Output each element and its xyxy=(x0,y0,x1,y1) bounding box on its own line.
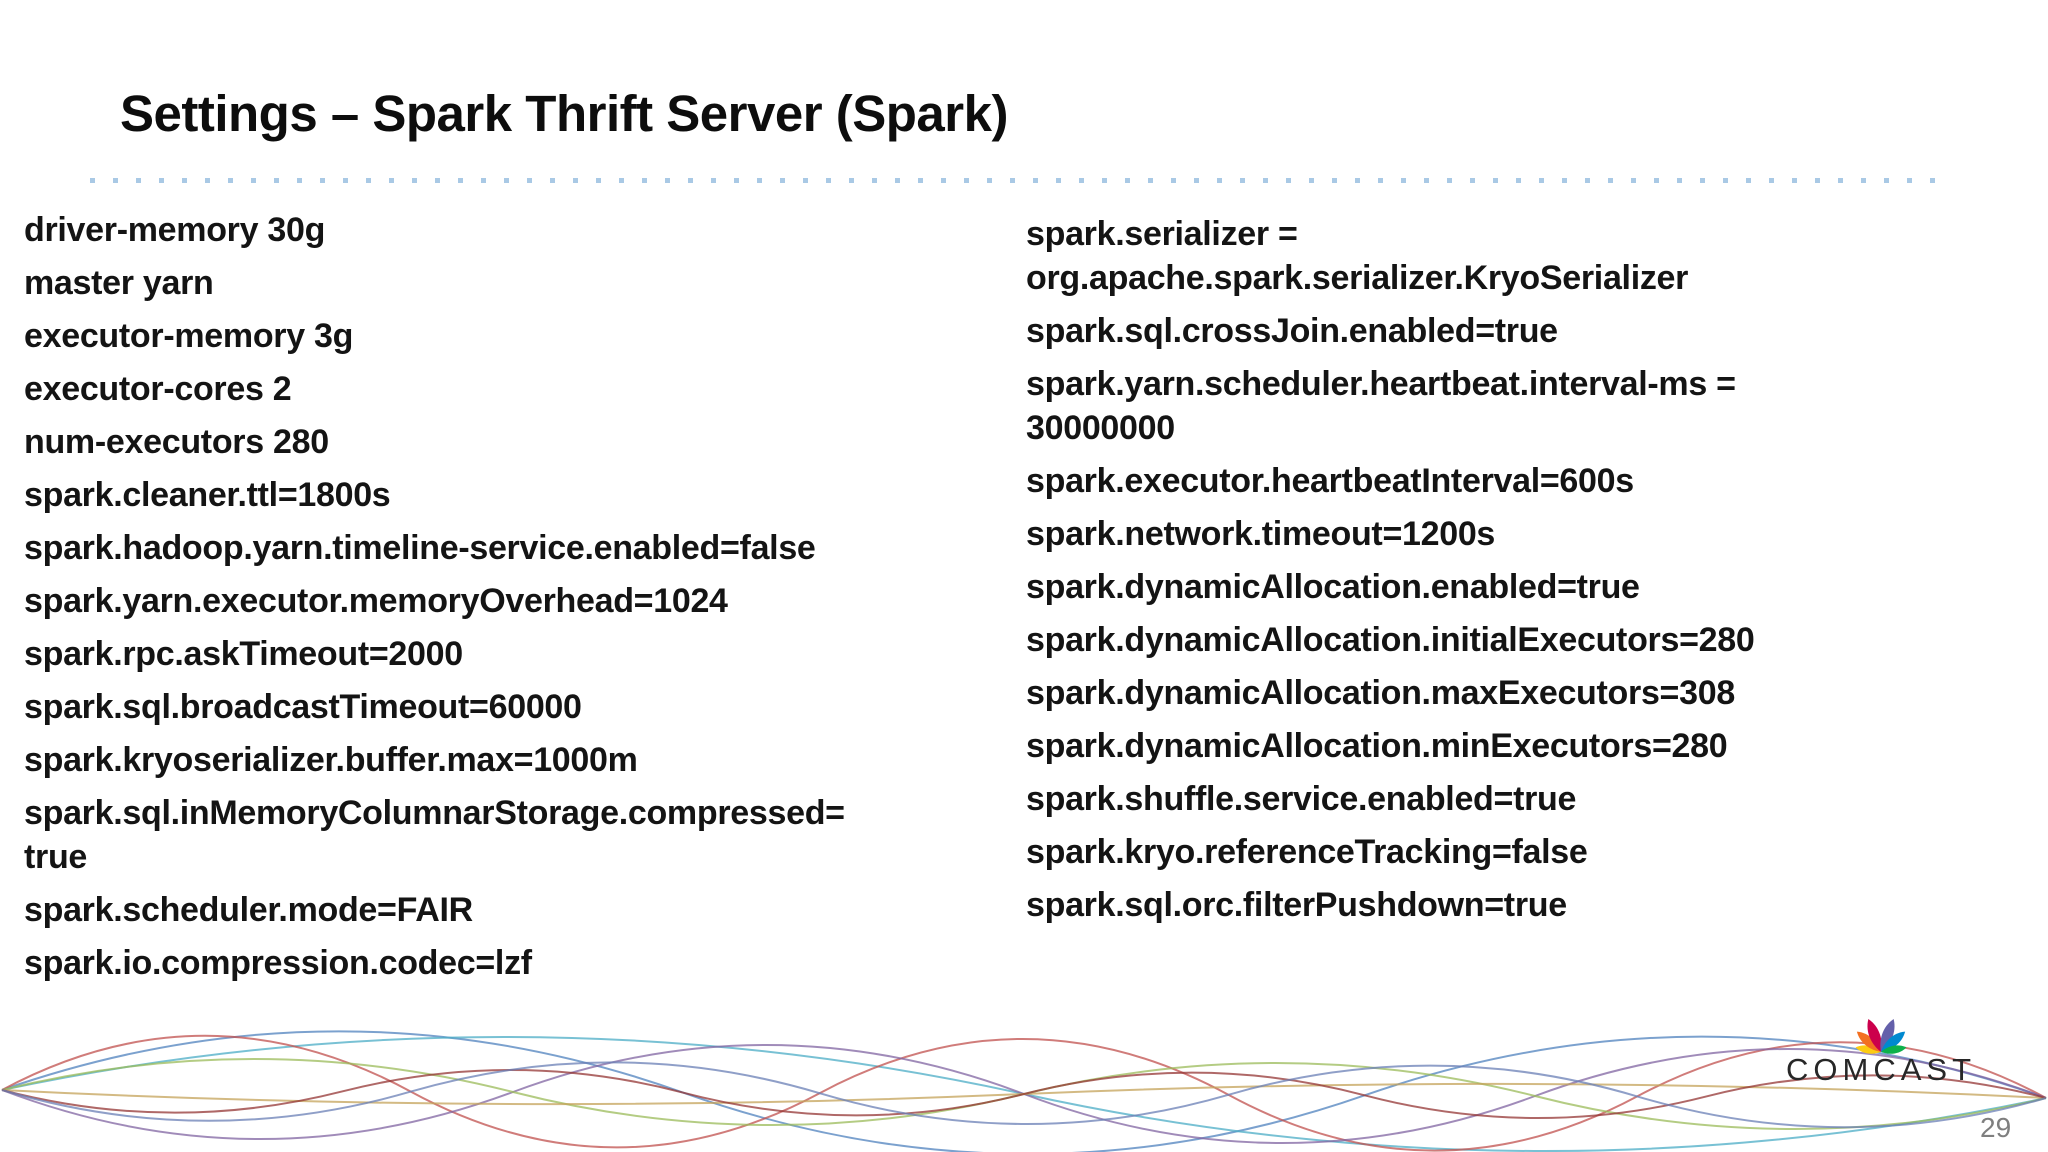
setting-line: spark.io.compression.codec=lzf xyxy=(24,944,532,982)
setting-line: spark.yarn.executor.memoryOverhead=1024 xyxy=(24,582,728,620)
setting-entry: spark.sql.broadcastTimeout=60000 xyxy=(24,685,845,729)
setting-entry: spark.dynamicAllocation.enabled=true xyxy=(1026,565,1754,609)
setting-line: spark.dynamicAllocation.initialExecutors… xyxy=(1026,621,1755,659)
setting-line: executor-cores 2 xyxy=(24,370,292,408)
setting-entry: spark.cleaner.ttl=1800s xyxy=(24,473,845,517)
setting-line: spark.rpc.askTimeout=2000 xyxy=(24,635,463,673)
setting-line: spark.serializer = xyxy=(1026,215,1298,253)
setting-line: spark.shuffle.service.enabled=true xyxy=(1026,780,1577,818)
setting-entry: spark.sql.orc.filterPushdown=true xyxy=(1026,883,1754,927)
setting-line: spark.scheduler.mode=FAIR xyxy=(24,891,473,929)
setting-entry: executor-memory 3g xyxy=(24,314,845,358)
comcast-logo: COMCAST xyxy=(1776,1012,1986,1087)
settings-column-right: spark.serializer = org.apache.spark.seria… xyxy=(1026,212,1755,936)
setting-line: spark.yarn.scheduler.heartbeat.interval-… xyxy=(1026,365,1736,403)
peacock-feather-red xyxy=(1867,1018,1882,1052)
comcast-wordmark: COMCAST xyxy=(1786,1052,1976,1087)
setting-entry: num-executors 280 xyxy=(24,420,845,464)
setting-line: spark.dynamicAllocation.enabled=true xyxy=(1026,568,1640,606)
setting-line: spark.sql.orc.filterPushdown=true xyxy=(1026,886,1567,924)
peacock-feather-blue xyxy=(1881,1031,1906,1052)
setting-entry: driver-memory 30g xyxy=(24,208,845,252)
setting-line: spark.kryoserializer.buffer.max=1000m xyxy=(24,741,638,779)
setting-line: executor-memory 3g xyxy=(24,317,354,355)
nbc-peacock-icon xyxy=(1855,1018,1907,1054)
settings-column-left: driver-memory 30g master yarn executor-mem… xyxy=(24,208,845,994)
setting-line: true xyxy=(24,838,88,876)
setting-entry: spark.hadoop.yarn.timeline-service.enabl… xyxy=(24,526,845,570)
setting-entry: spark.executor.heartbeatInterval=600s xyxy=(1026,459,1754,503)
peacock-feather-orange xyxy=(1856,1031,1881,1052)
setting-entry: spark.yarn.executor.memoryOverhead=1024 xyxy=(24,579,845,623)
setting-line: spark.network.timeout=1200s xyxy=(1026,515,1496,553)
setting-line: spark.dynamicAllocation.minExecutors=280 xyxy=(1026,727,1728,765)
wave-line xyxy=(1,1034,2047,1152)
setting-entry: spark.sql.crossJoin.enabled=true xyxy=(1026,309,1754,353)
setting-line: driver-memory 30g xyxy=(24,211,326,249)
setting-line: spark.executor.heartbeatInterval=600s xyxy=(1026,462,1634,500)
setting-line: spark.sql.inMemoryColumnarStorage.compre… xyxy=(24,794,845,832)
page-title: Settings – Spark Thrift Server (Spark) xyxy=(120,85,1008,142)
setting-entry: spark.shuffle.service.enabled=true xyxy=(1026,777,1754,821)
setting-line: 30000000 xyxy=(1026,409,1175,447)
peacock-feather-green xyxy=(1881,1045,1907,1054)
setting-entry: spark.io.compression.codec=lzf xyxy=(24,941,845,985)
wave-decoration xyxy=(1,1030,2047,1152)
setting-line: spark.sql.broadcastTimeout=60000 xyxy=(24,688,582,726)
setting-entry: spark.scheduler.mode=FAIR xyxy=(24,888,845,932)
setting-entry: executor-cores 2 xyxy=(24,367,845,411)
wave-line xyxy=(1,1030,2047,1152)
page-number: 29 xyxy=(1980,1112,2012,1143)
wave-line xyxy=(1,1061,2047,1129)
setting-entry: spark.kryoserializer.buffer.max=1000m xyxy=(24,738,845,782)
setting-entry: spark.dynamicAllocation.initialExecutors… xyxy=(1026,618,1755,662)
peacock-feather-purple xyxy=(1880,1018,1895,1052)
setting-line: org.apache.spark.serializer.KryoSerializ… xyxy=(1026,259,1689,297)
setting-line: spark.cleaner.ttl=1800s xyxy=(24,476,391,514)
setting-entry: spark.dynamicAllocation.minExecutors=280 xyxy=(1026,724,1754,768)
setting-line: num-executors 280 xyxy=(24,423,329,461)
wave-line xyxy=(1,1069,2047,1119)
setting-entry: spark.kryo.referenceTracking=false xyxy=(1026,830,1754,874)
peacock-feather-yellow xyxy=(1855,1045,1881,1054)
dotted-divider xyxy=(90,178,1946,183)
setting-entry: spark.rpc.askTimeout=2000 xyxy=(24,632,845,676)
setting-line: spark.sql.crossJoin.enabled=true xyxy=(1026,312,1558,350)
setting-entry: master yarn xyxy=(24,261,845,305)
setting-entry: spark.sql.inMemoryColumnarStorage.compre… xyxy=(24,791,845,879)
setting-entry: spark.yarn.scheduler.heartbeat.interval-… xyxy=(1026,362,1754,450)
setting-entry: spark.serializer = org.apache.spark.seria… xyxy=(1026,212,1754,300)
setting-line: master yarn xyxy=(24,264,214,302)
setting-entry: spark.network.timeout=1200s xyxy=(1026,512,1754,556)
setting-line: spark.kryo.referenceTracking=false xyxy=(1026,833,1588,871)
setting-line: spark.dynamicAllocation.maxExecutors=308 xyxy=(1026,674,1735,712)
setting-entry: spark.dynamicAllocation.maxExecutors=308 xyxy=(1026,671,1754,715)
setting-line: spark.hadoop.yarn.timeline-service.enabl… xyxy=(24,529,816,567)
